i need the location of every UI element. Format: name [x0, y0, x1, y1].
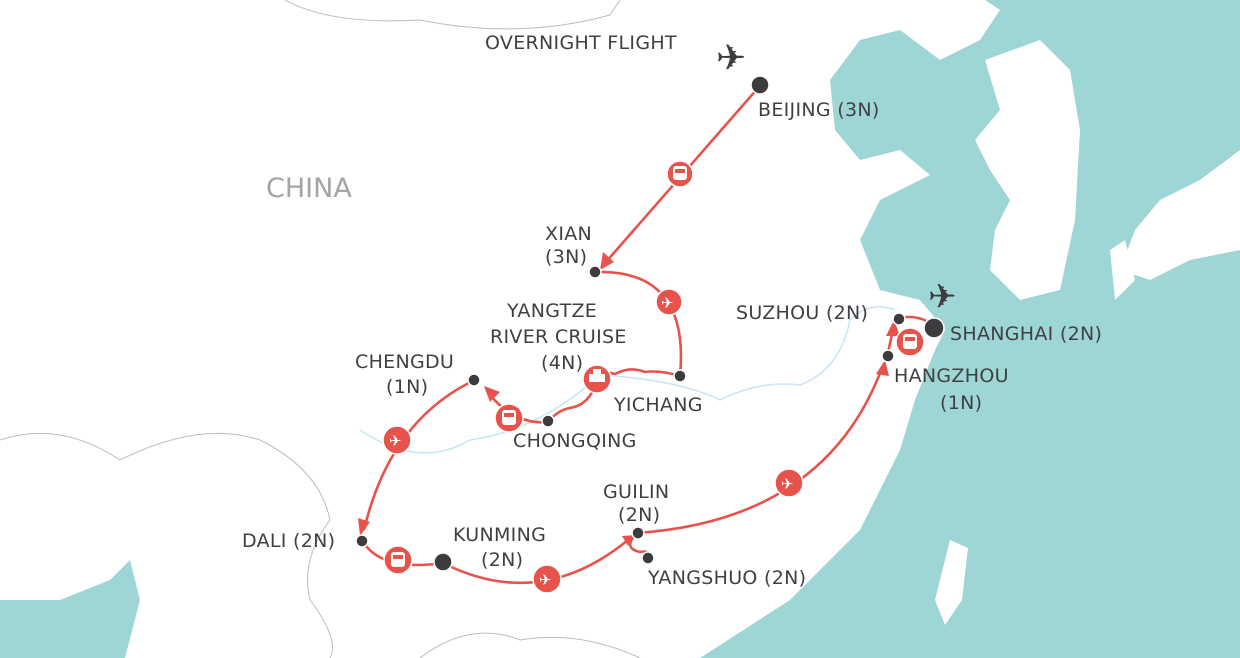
city-dot-dali	[355, 534, 369, 548]
shanghai-label: SHANGHAI (2N)	[950, 323, 1102, 345]
train-icon	[666, 160, 694, 188]
shanghai-flight-plane-icon: ✈	[928, 277, 957, 317]
yangshuo-label: YANGSHUO (2N)	[647, 567, 806, 589]
chengdu-nights-label: (1N)	[386, 376, 428, 398]
yangtze-river	[359, 305, 896, 454]
korea-landmass	[975, 40, 1080, 300]
chongqing-label: CHONGQING	[513, 430, 637, 452]
overnight-flight-plane-icon: ✈	[716, 38, 746, 79]
border-line	[284, 0, 621, 30]
city-dot-yangshuo	[641, 551, 655, 565]
city-dot-beijing	[750, 75, 770, 95]
yangtze-nights-label: (4N)	[541, 352, 583, 374]
ship-icon	[582, 364, 612, 394]
city-dot-chengdu	[467, 373, 481, 387]
overnight-flight-label: OVERNIGHT FLIGHT	[485, 32, 677, 54]
city-dot-suzhou	[892, 312, 906, 326]
japan-island	[1110, 240, 1135, 300]
plane-icon: ✈	[532, 564, 562, 594]
city-dot-xian	[588, 265, 602, 279]
suzhou-label: SUZHOU (2N)	[736, 302, 868, 324]
guilin-label: GUILIN	[603, 481, 669, 503]
yangtze-label: YANGTZE	[506, 300, 597, 322]
plane-icon: ✈	[774, 468, 804, 498]
dali-label: DALI (2N)	[242, 530, 335, 552]
plane-icon: ✈	[382, 425, 412, 455]
svg-text:✈: ✈	[781, 475, 794, 493]
city-dot-yichang	[673, 369, 687, 383]
border-line	[419, 632, 641, 658]
city-dot-hangzhou	[881, 349, 895, 363]
city-dot-guilin	[631, 526, 645, 540]
city-dot-chongqing	[541, 414, 555, 428]
bus-icon	[383, 545, 413, 575]
city-dot-shanghai	[923, 317, 945, 339]
bus-icon	[895, 327, 925, 357]
hangzhou-nights-label: (1N)	[940, 392, 982, 414]
country-label: CHINA	[266, 173, 352, 204]
kunming-nights-label: (2N)	[481, 549, 523, 571]
border-line	[0, 432, 333, 658]
route-arrowheads	[358, 252, 900, 546]
guilin-nights-label: (2N)	[618, 504, 660, 526]
xian-nights-label: (3N)	[545, 246, 587, 268]
taiwan-landmass	[935, 540, 968, 625]
japan-landmass	[1120, 150, 1240, 280]
hangzhou-label: HANGZHOU	[894, 365, 1009, 387]
yichang-label: YICHANG	[613, 394, 703, 416]
beijing-label: BEIJING (3N)	[758, 99, 880, 121]
xian-label: XIAN	[545, 223, 592, 245]
svg-text:✈: ✈	[539, 571, 552, 589]
svg-text:✈: ✈	[389, 432, 402, 450]
yangtze-cruise-label: RIVER CRUISE	[490, 326, 627, 348]
plane-icon: ✈	[655, 288, 683, 316]
bus-icon	[494, 403, 524, 433]
chengdu-label: CHENGDU	[355, 351, 454, 373]
city-dot-kunming	[433, 552, 453, 572]
kunming-label: KUNMING	[453, 524, 546, 546]
svg-text:✈: ✈	[661, 294, 674, 312]
